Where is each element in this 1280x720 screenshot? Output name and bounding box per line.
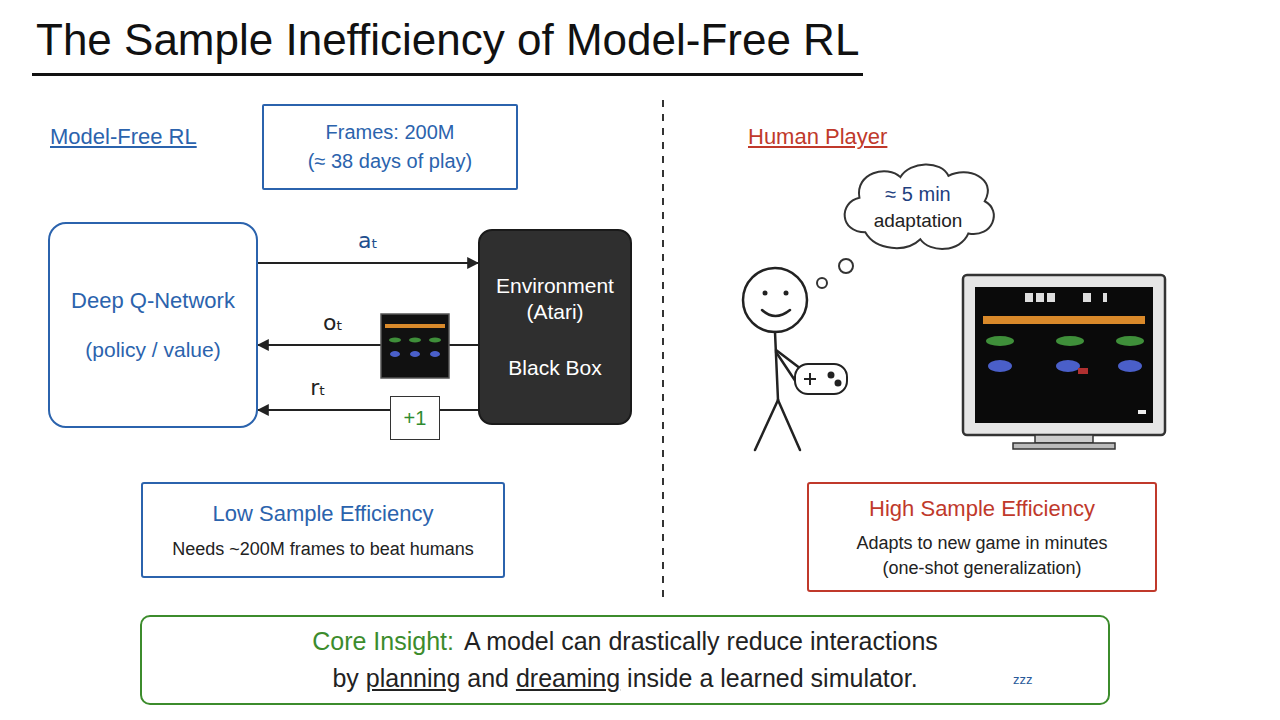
text-row: Deep Q-Network [71, 287, 235, 315]
box-text: (≈ 38 days of play) [308, 149, 472, 174]
tv-monitor [963, 275, 1165, 449]
connector-arrow [258, 262, 478, 264]
word: inside [627, 664, 692, 692]
box-text: +1 [404, 406, 427, 431]
word: a [699, 664, 713, 692]
text-row: Environment (Atari) [488, 273, 622, 326]
sleep-mark: zzz [1013, 672, 1033, 688]
divider-line [662, 100, 664, 598]
game-thumbnail [381, 314, 449, 378]
signal-label: aₜ [355, 228, 381, 254]
section-heading: Model-Free RL [50, 124, 197, 150]
text-row: Frames: 200M [326, 120, 455, 145]
box-heading: Environment (Atari) [488, 273, 622, 326]
game-controller [795, 364, 847, 394]
text-row: Low Sample Efficiency [213, 500, 434, 528]
thought-bubbles [817, 259, 853, 288]
box-heading: Core Insight: [312, 627, 454, 655]
agent-box: Deep Q-Network (policy / value) [48, 222, 258, 428]
word: learned [720, 664, 803, 692]
text-row: (≈ 38 days of play) [308, 149, 472, 174]
word: dreaming [516, 664, 620, 692]
connector-arrow [258, 409, 390, 411]
text-row: +1 [404, 406, 427, 431]
box-heading: Frames: 200M [326, 120, 455, 145]
thought-cloud: ≈ 5 minadaptation [836, 161, 1000, 253]
stick-figure [743, 268, 807, 450]
text-row: (policy / value) [85, 337, 220, 363]
box-heading: Deep Q-Network [71, 287, 235, 315]
box-text: (policy / value) [85, 337, 220, 363]
cloud-shape [845, 164, 994, 248]
text-row: Core Insight: A model can drastically red… [312, 626, 938, 657]
word: by [332, 664, 358, 692]
insight-box: Core Insight: A model can drastically red… [140, 615, 1110, 705]
text-row: ≈ 5 min [885, 182, 950, 207]
word: simulator. [811, 664, 918, 692]
summary-box: Low Sample EfficiencyNeeds ~200M frames … [141, 482, 505, 578]
box-heading: High Sample Efficiency [869, 495, 1095, 523]
box-text: Black Box [508, 355, 601, 381]
signal-label: oₜ [320, 310, 346, 336]
text-row: High Sample Efficiency [869, 495, 1095, 523]
box-heading: ≈ 5 min [885, 182, 950, 207]
signal-label: rₜ [307, 375, 329, 401]
box-heading: Low Sample Efficiency [213, 500, 434, 528]
title: The Sample Inefficiency of Model-Free RL [32, 14, 863, 76]
connector-arrow [440, 409, 478, 411]
text-row: adaptation [874, 209, 963, 233]
text-row: Adapts to new game in minutes [856, 532, 1107, 555]
word: planning [366, 664, 461, 692]
reward-box: +1 [390, 396, 440, 440]
box-text: adaptation [874, 209, 963, 233]
box-text: Needs ~200M frames to beat humans [172, 538, 474, 561]
text-row: Needs ~200M frames to beat humans [172, 538, 474, 561]
info-box: Frames: 200M (≈ 38 days of play) [262, 104, 518, 190]
section-heading: Human Player [748, 124, 887, 150]
text-row: by planning and dreaming inside a learne… [332, 663, 917, 694]
box-text: Adapts to new game in minutes [856, 532, 1107, 555]
box-text: A model can drastically reduce interacti… [464, 627, 938, 655]
cloud-outline [836, 161, 1000, 253]
box-text: (one-shot generalization) [882, 557, 1081, 580]
box-text: by planning and dreaming inside a learne… [332, 663, 917, 694]
word: and [467, 664, 509, 692]
text-row: Black Box [508, 355, 601, 381]
text-row: (one-shot generalization) [882, 557, 1081, 580]
environment-box: Environment (Atari) Black Box [478, 229, 632, 425]
summary-box: High Sample EfficiencyAdapts to new game… [807, 482, 1157, 592]
